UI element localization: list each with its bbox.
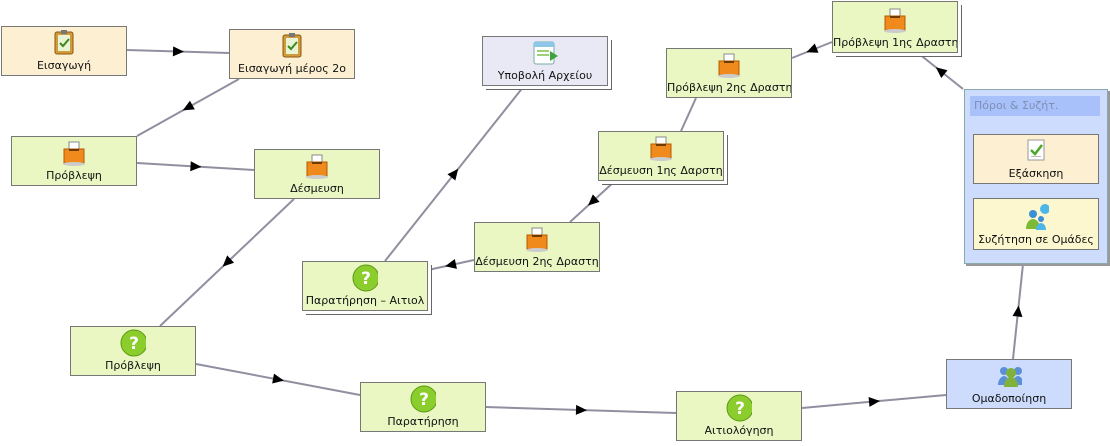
arrowhead bbox=[272, 373, 284, 384]
node-label: Εισαγωγή bbox=[36, 59, 92, 72]
arrowhead bbox=[447, 168, 459, 181]
node-label: Δέσμευση 2ης Δραστη bbox=[475, 255, 599, 268]
container-title: Πόροι & Συζήτ. bbox=[970, 96, 1100, 116]
arrowhead bbox=[172, 46, 184, 57]
question-icon: ? bbox=[120, 329, 146, 357]
ballot-box-icon bbox=[882, 7, 908, 33]
svg-text:?: ? bbox=[129, 334, 139, 354]
group-discussion-icon bbox=[1023, 204, 1049, 230]
node-label: Συζήτηση σε Ομάδες bbox=[978, 233, 1094, 246]
arrowhead bbox=[1012, 305, 1023, 317]
arrowhead bbox=[575, 404, 587, 415]
node-omadopoiisi[interactable]: Ομαδοποίηση bbox=[946, 359, 1072, 409]
node-label: Πρόβλεψη 1ης Δραστη bbox=[833, 36, 957, 49]
question-icon: ? bbox=[726, 394, 752, 422]
arrowhead bbox=[806, 43, 819, 53]
arrowhead bbox=[190, 161, 202, 172]
svg-text:?: ? bbox=[735, 399, 745, 419]
node-provlepsi-2[interactable]: ? Πρόβλεψη bbox=[70, 326, 196, 376]
node-label: Παρατήρηση – Αιτιολ bbox=[305, 294, 425, 307]
node-ypovoli-arxeiou[interactable]: Υποβολή Αρχείου bbox=[482, 36, 608, 86]
svg-text:?: ? bbox=[419, 390, 429, 410]
ballot-box-icon bbox=[716, 52, 742, 78]
node-provlepsi-1is-drasti[interactable]: Πρόβλεψη 1ης Δραστη bbox=[832, 1, 958, 53]
node-label: Ομαδοποίηση bbox=[971, 392, 1047, 405]
arrowhead bbox=[182, 100, 195, 111]
edges-layer bbox=[126, 41, 1024, 415]
node-syzitisi-se-omades[interactable]: Συζήτηση σε Ομάδες bbox=[973, 198, 1099, 250]
notepad-icon bbox=[51, 30, 77, 56]
node-label: Υποβολή Αρχείου bbox=[497, 69, 593, 82]
ballot-box-icon bbox=[61, 140, 87, 166]
connector-line[interactable] bbox=[680, 97, 697, 132]
node-label: Πρόβλεψη 2ης Δραστη bbox=[667, 81, 791, 94]
arrowhead bbox=[445, 259, 457, 269]
ballot-box-icon bbox=[304, 153, 330, 179]
resources-container[interactable]: Πόροι & Συζήτ. Εξάσκηση Συζήτηση σε Ομάδ… bbox=[964, 89, 1108, 264]
node-provlepsi-2is-drasti[interactable]: Πρόβλεψη 2ης Δραστη bbox=[666, 48, 792, 98]
arrowhead bbox=[868, 396, 880, 407]
node-paratirisi[interactable]: ? Παρατήρηση bbox=[360, 382, 486, 432]
node-eisagogi-meros-2[interactable]: Εισαγωγή μέρος 2ο bbox=[229, 29, 355, 79]
group-icon bbox=[996, 363, 1022, 389]
node-label: Εισαγωγή μέρος 2ο bbox=[238, 62, 346, 75]
node-label: Παρατήρηση bbox=[387, 415, 459, 428]
node-paratirisi-aitiol[interactable]: ? Παρατήρηση – Αιτιολ bbox=[302, 261, 428, 311]
node-label: Αιτιολόγηση bbox=[704, 424, 774, 437]
file-upload-icon bbox=[532, 40, 558, 66]
arrowhead bbox=[222, 255, 235, 267]
node-label: Δέσμευση 1ης Δαρστη bbox=[599, 164, 723, 177]
node-eisagogi[interactable]: Εισαγωγή bbox=[1, 26, 127, 76]
question-icon: ? bbox=[410, 385, 436, 413]
node-desmeusi-1[interactable]: Δέσμευση bbox=[254, 149, 380, 199]
ballot-box-icon bbox=[648, 135, 674, 161]
node-label: Πρόβλεψη bbox=[105, 359, 161, 372]
node-desmeusi-2is-drasti[interactable]: Δέσμευση 2ης Δραστη bbox=[474, 222, 600, 272]
svg-text:?: ? bbox=[361, 269, 371, 289]
node-label: Δέσμευση bbox=[290, 182, 344, 195]
node-desmeusi-1is-drasti[interactable]: Δέσμευση 1ης Δαρστη bbox=[598, 131, 724, 181]
node-aitiologisi[interactable]: ? Αιτιολόγηση bbox=[676, 391, 802, 441]
node-label: Εξάσκηση bbox=[1008, 167, 1064, 180]
node-label: Πρόβλεψη bbox=[46, 169, 102, 182]
question-icon: ? bbox=[352, 264, 378, 292]
node-exaskisi[interactable]: Εξάσκηση bbox=[973, 134, 1099, 184]
ballot-box-icon bbox=[524, 226, 550, 252]
arrowhead bbox=[588, 194, 600, 206]
notepad-icon bbox=[279, 33, 305, 59]
arrowhead bbox=[935, 67, 948, 79]
exercise-icon bbox=[1023, 138, 1049, 164]
node-provlepsi-1[interactable]: Πρόβλεψη bbox=[11, 136, 137, 186]
